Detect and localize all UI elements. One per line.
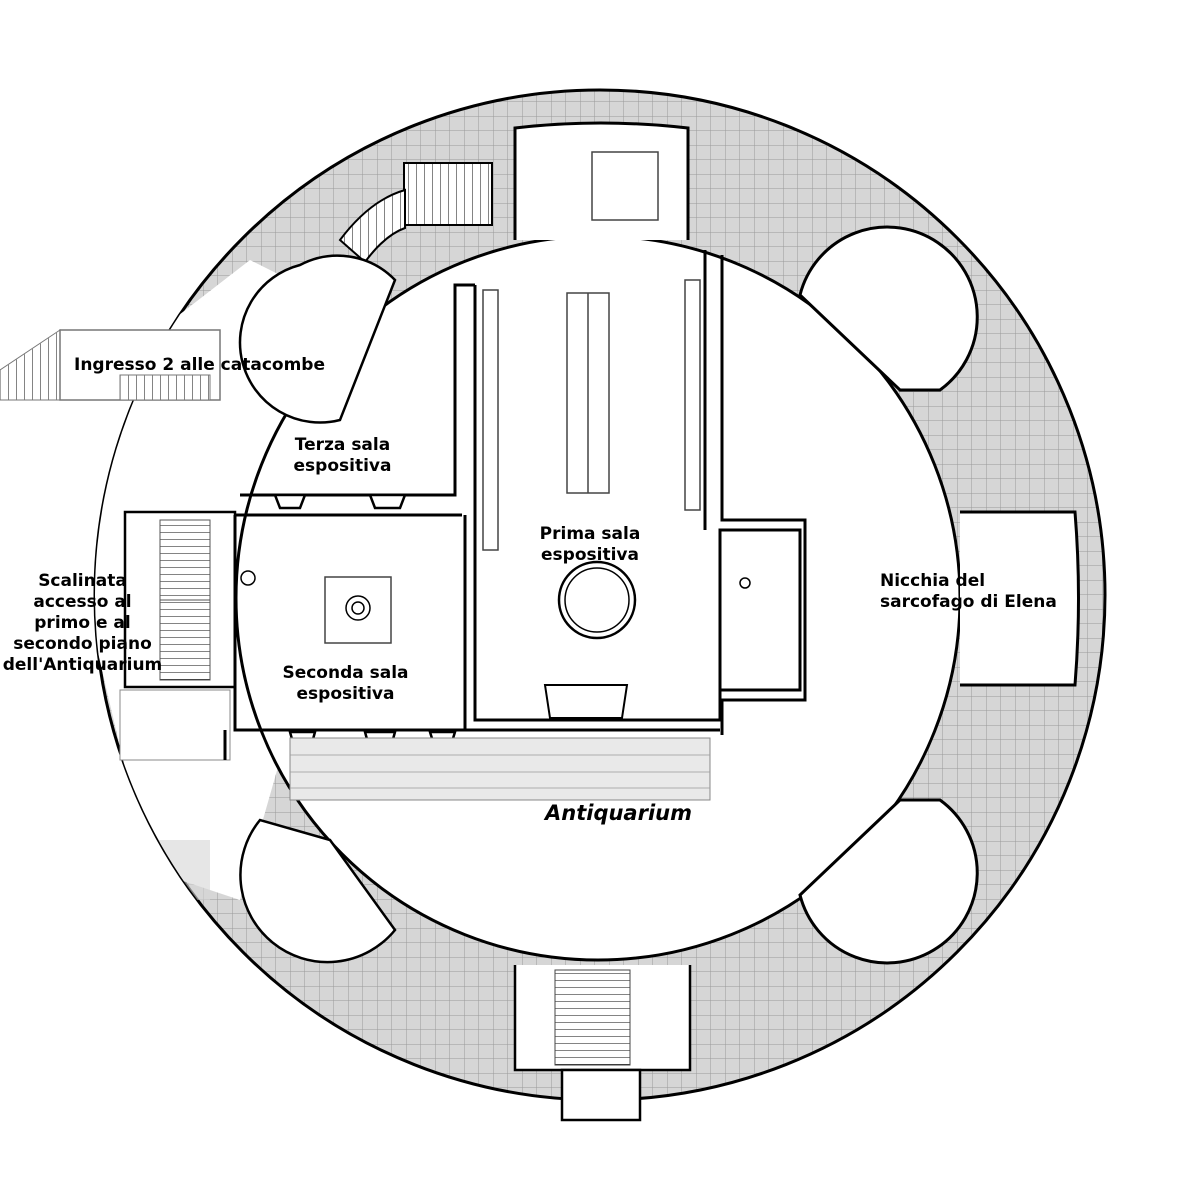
display-cases	[482, 279, 701, 551]
stone-wall	[289, 737, 711, 801]
small-fixtures	[240, 570, 751, 589]
northwest-chamber	[238, 254, 397, 424]
label-prima-sala: Prima sala espositiva	[539, 524, 641, 565]
label-scalinata: Scalinata accesso al primo e al secondo …	[2, 571, 163, 675]
label-terza-sala: Terza sala espositiva	[293, 435, 392, 476]
east-niches	[798, 225, 979, 965]
prima-gate	[543, 684, 629, 719]
north-entrance	[513, 121, 690, 240]
southwest-chamber	[239, 818, 397, 964]
south-entrance	[513, 965, 692, 1122]
label-ingresso-catacombe: Ingresso 2 alle catacombe	[74, 355, 325, 375]
label-seconda-sala: Seconda sala espositiva	[282, 663, 409, 704]
square-pedestal	[324, 576, 392, 644]
label-nicchia-sarcofago: Nicchia del sarcofago di Elena	[880, 571, 1057, 612]
interior-walls	[223, 250, 807, 760]
label-antiquarium: Antiquarium	[545, 801, 692, 825]
northwest-stairs	[338, 162, 493, 264]
catacomb-corridor	[0, 329, 221, 401]
west-staircase	[119, 510, 237, 761]
sarcophagus-niche	[960, 510, 1080, 687]
central-pedestal	[557, 560, 637, 640]
